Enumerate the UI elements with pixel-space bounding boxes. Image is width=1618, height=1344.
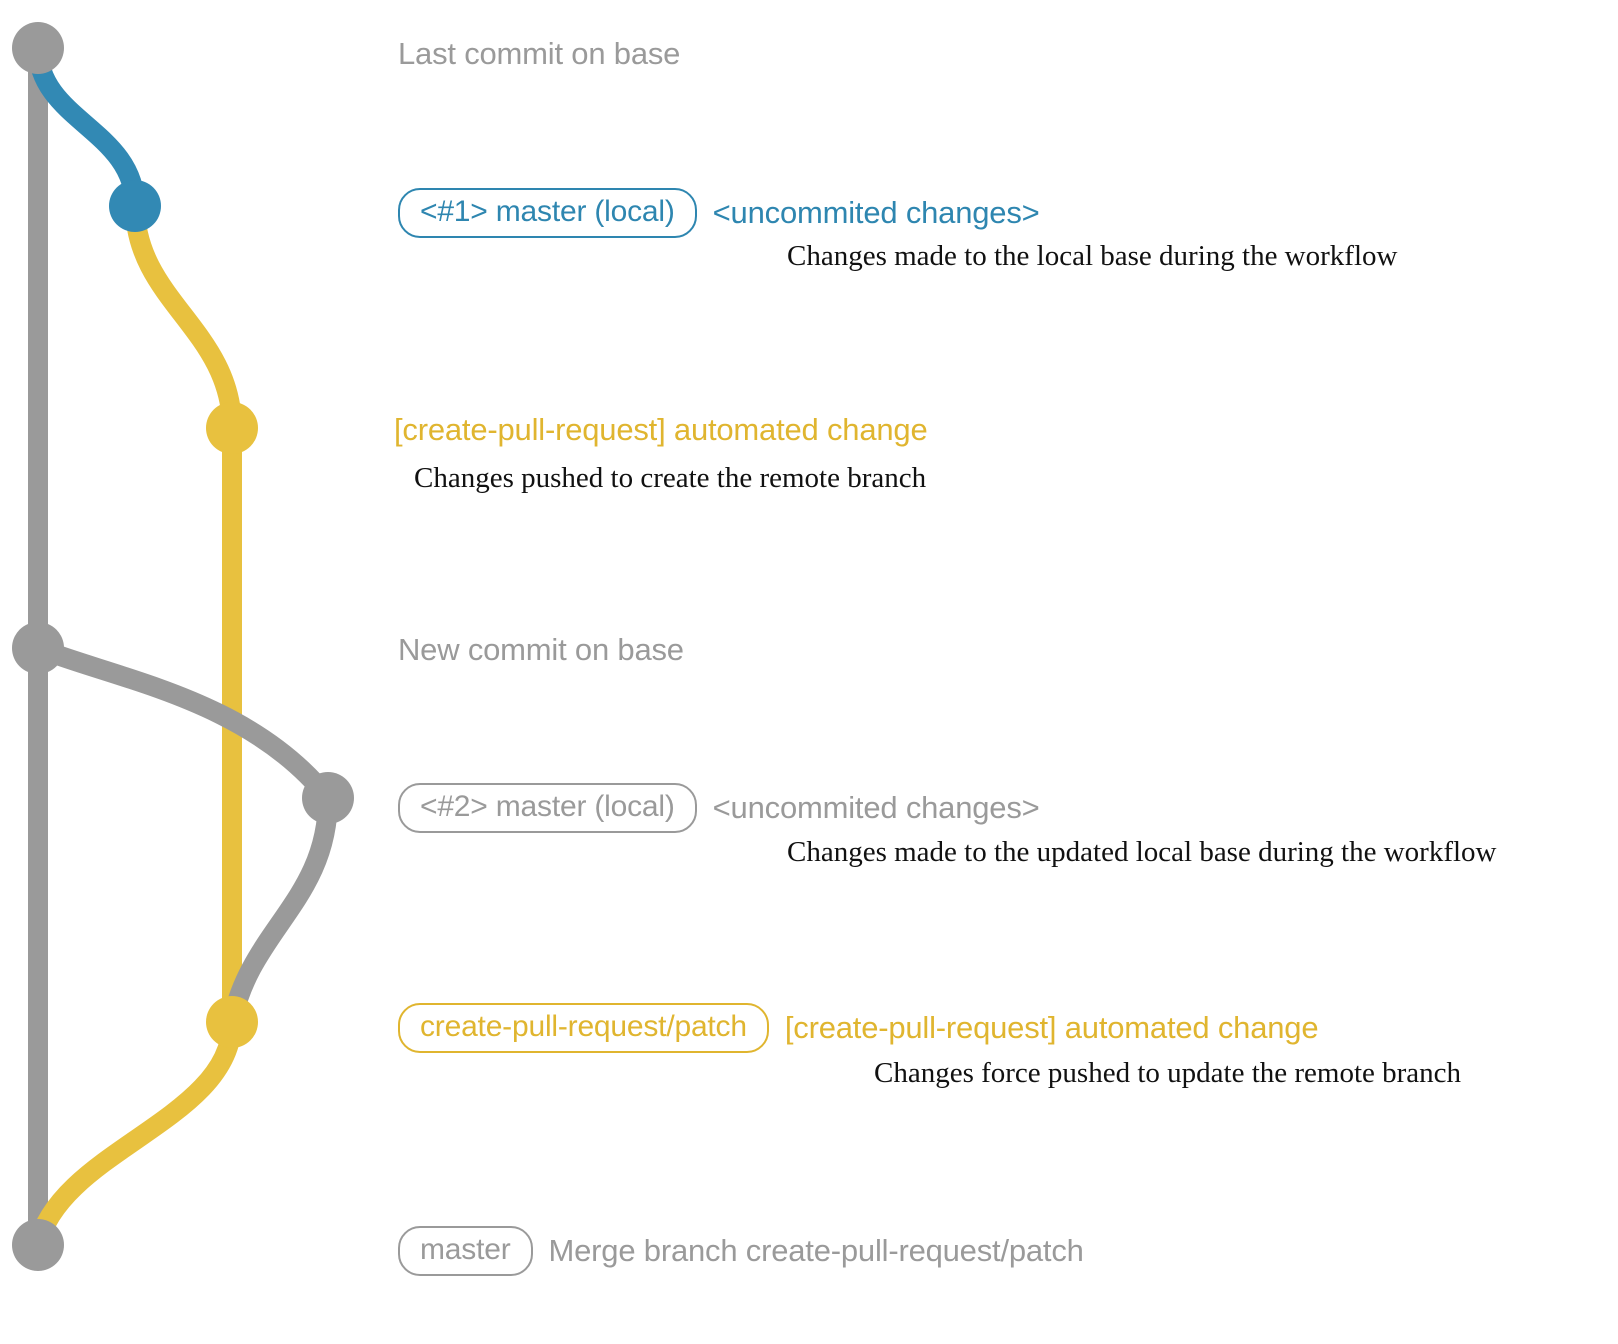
commit-message-automated-change-2: [create-pull-request] automated change [784,1010,1319,1045]
row-master-local-1: <#1> master (local) <uncommited changes> [398,188,1040,238]
row-new-commit-on-base: New commit on base [398,632,684,668]
commit-message-last-commit-on-base: Last commit on base [398,36,681,71]
commit-node-patch-2 [206,996,258,1048]
description-local-1: Changes made to the local base during th… [787,240,1398,272]
row-master-local-2: <#2> master (local) <uncommited changes> [398,783,1040,833]
edge-local1-to-patch1 [125,196,242,438]
edge-basenew-to-local2 [28,638,338,808]
commit-node-base-last [12,22,64,74]
edge-patch2-to-merge [28,1012,242,1255]
commit-message-uncommited-changes-1: <uncommited changes> [712,195,1040,230]
commit-node-base-new [12,622,64,674]
branch-chip-master[interactable]: master [398,1226,533,1276]
description-automated-change-2: Changes force pushed to update the remot… [874,1057,1462,1089]
row-create-pull-request-patch: create-pull-request/patch [create-pull-r… [398,1003,1319,1053]
row-automated-change-1: [create-pull-request] automated change [394,412,928,448]
commit-message-uncommited-changes-2: <uncommited changes> [712,790,1040,825]
commit-graph [12,22,354,1271]
description-local-2: Changes made to the updated local base d… [787,836,1497,868]
row-master-merge: master Merge branch create-pull-request/… [398,1226,1084,1276]
commit-message-merge-branch: Merge branch create-pull-request/patch [548,1233,1084,1268]
description-automated-change-1: Changes pushed to create the remote bran… [414,462,927,494]
edge-local2-to-patch2 [222,788,338,1032]
graph-edges [28,38,338,1255]
branch-chip-master-local-2[interactable]: <#2> master (local) [398,783,697,833]
commit-message-automated-change-1: [create-pull-request] automated change [394,412,928,447]
graph-nodes [12,22,354,1271]
commit-node-local-2 [302,772,354,824]
branch-chip-master-local-1[interactable]: <#1> master (local) [398,188,697,238]
commit-node-patch-1 [206,402,258,454]
commit-node-merge [12,1219,64,1271]
branch-chip-create-pull-request-patch[interactable]: create-pull-request/patch [398,1003,769,1053]
edge-base-to-local1 [28,38,145,216]
commit-message-new-commit-on-base: New commit on base [398,632,684,667]
row-last-commit-on-base: Last commit on base [398,36,680,72]
commit-node-local-1 [109,180,161,232]
